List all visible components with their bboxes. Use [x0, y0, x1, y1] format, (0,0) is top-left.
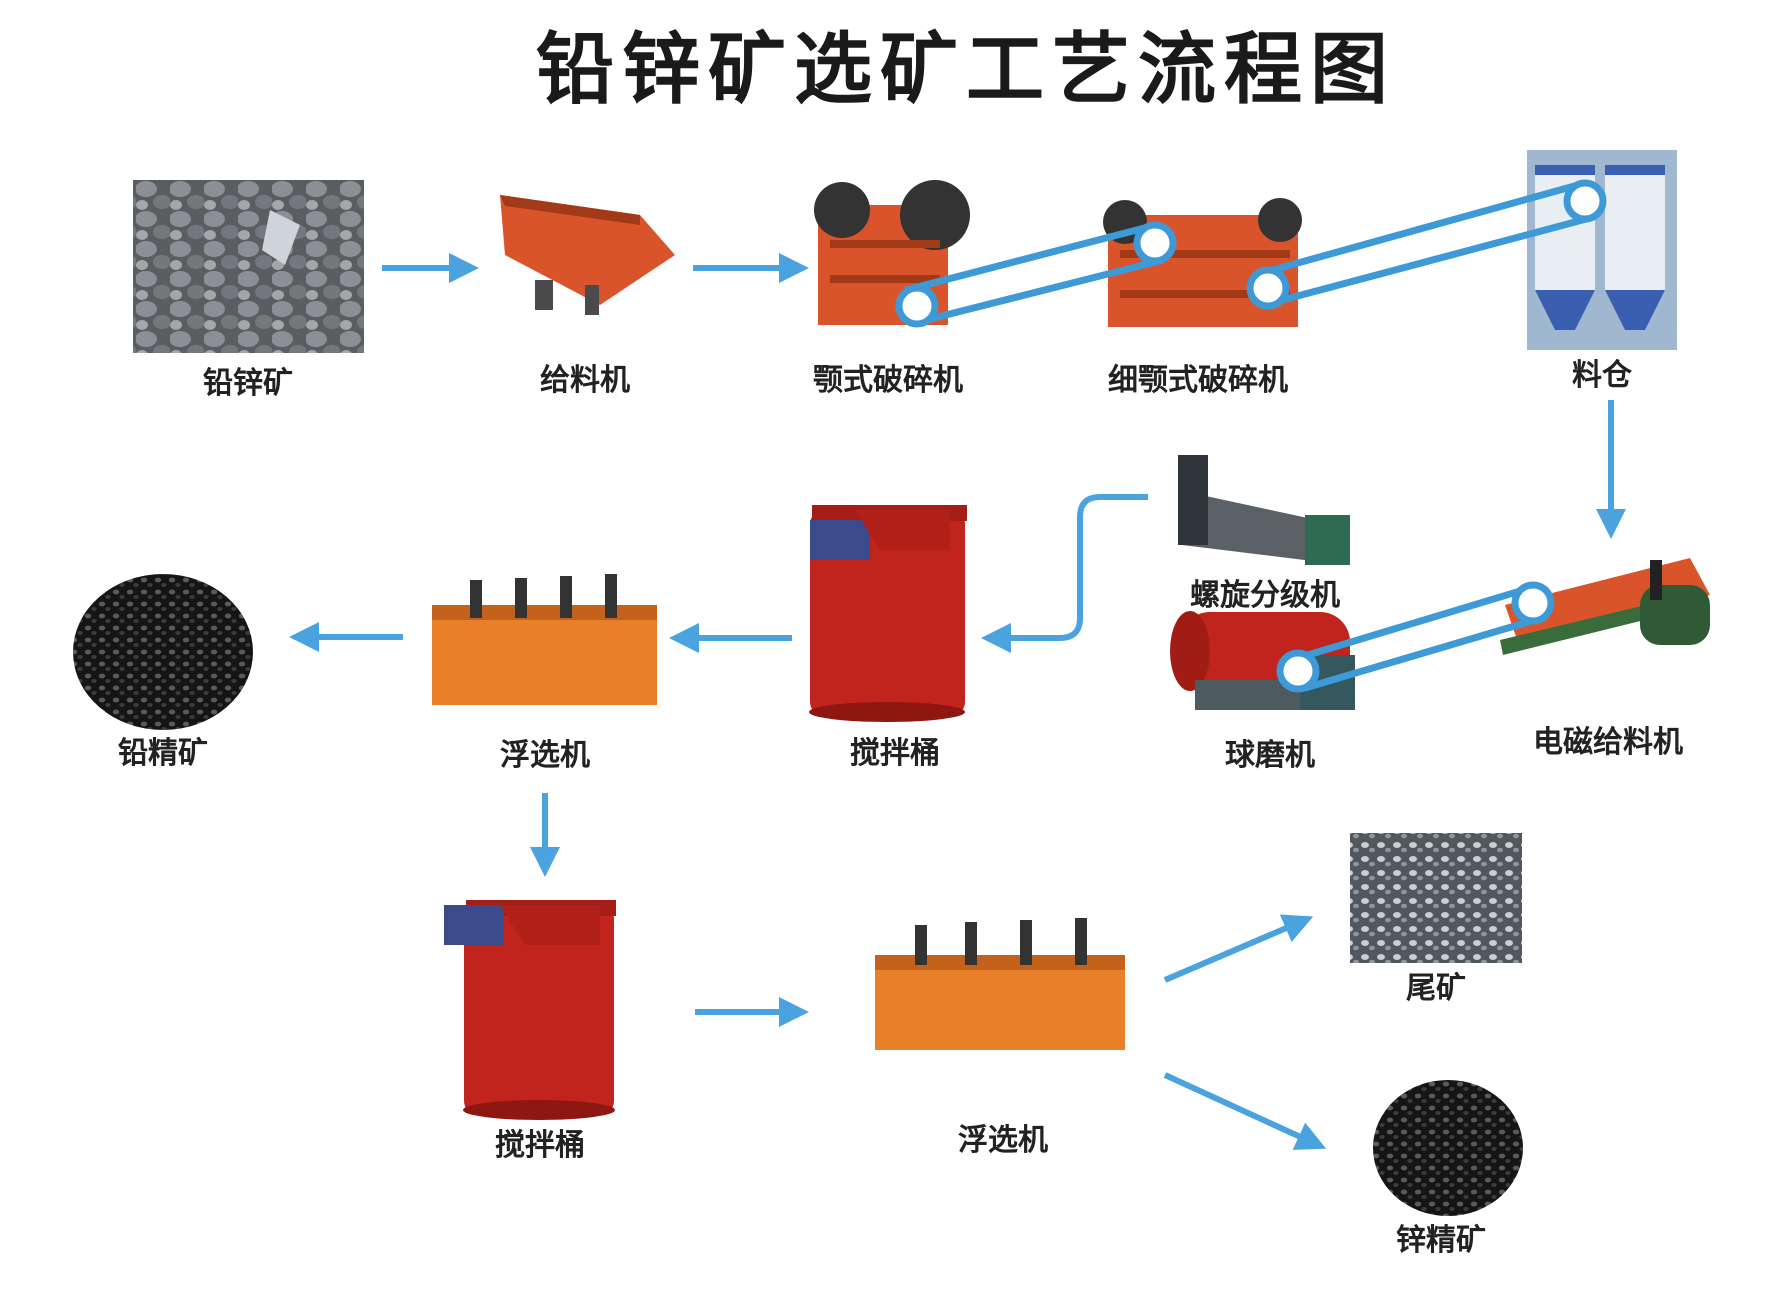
feeder-machine	[500, 195, 675, 315]
label-agitation-tank-1: 搅拌桶	[850, 736, 940, 771]
flotation-machine-1	[432, 574, 657, 705]
label-silo: 料仓	[1572, 358, 1633, 393]
agitation-tank-2-machine	[444, 900, 616, 1120]
spiral-classifier-machine	[1178, 455, 1350, 565]
label-jaw-crusher: 颚式破碎机	[813, 363, 963, 398]
lead-zinc-ore-image	[133, 180, 364, 353]
label-em-feeder: 电磁给料机	[1533, 725, 1683, 760]
flotation-machine-2	[875, 918, 1125, 1050]
label-lead-zinc-ore: 铅锌矿	[203, 366, 293, 401]
arrow-flotation-2-to-zinc-concentrate	[1163, 1072, 1327, 1150]
label-zinc-concentrate: 锌精矿	[1396, 1223, 1486, 1258]
label-lead-concentrate: 铅精矿	[118, 736, 208, 771]
jaw-crusher-machine	[814, 180, 970, 325]
tailings-image	[1350, 833, 1522, 963]
label-flotation-2: 浮选机	[958, 1123, 1048, 1158]
label-ball-mill: 球磨机	[1225, 738, 1315, 773]
lead-concentrate-image	[73, 574, 253, 730]
agitation-tank-1-machine	[809, 505, 967, 722]
label-flotation-1: 浮选机	[500, 738, 590, 773]
conveyor-belt-3	[1276, 581, 1555, 693]
conveyor-belt-2	[1246, 179, 1607, 310]
electromagnetic-feeder-machine	[1500, 558, 1710, 655]
silo-image	[1527, 150, 1677, 350]
label-feeder: 给料机	[540, 363, 630, 398]
label-fine-jaw-crusher: 细颚式破碎机	[1108, 363, 1288, 398]
conveyor-belt-1	[895, 221, 1177, 328]
label-agitation-tank-2: 搅拌桶	[495, 1128, 585, 1163]
arrow-classifier-to-tank-1	[981, 494, 1148, 653]
arrow-flotation-2-to-tailings	[1163, 914, 1314, 983]
ball-mill-machine	[1170, 611, 1355, 710]
diagram-title: 铅锌矿选矿工艺流程图	[536, 25, 1396, 115]
label-tailings: 尾矿	[1406, 971, 1466, 1006]
label-spiral-classifier: 螺旋分级机	[1190, 578, 1340, 613]
zinc-concentrate-image	[1373, 1080, 1523, 1216]
